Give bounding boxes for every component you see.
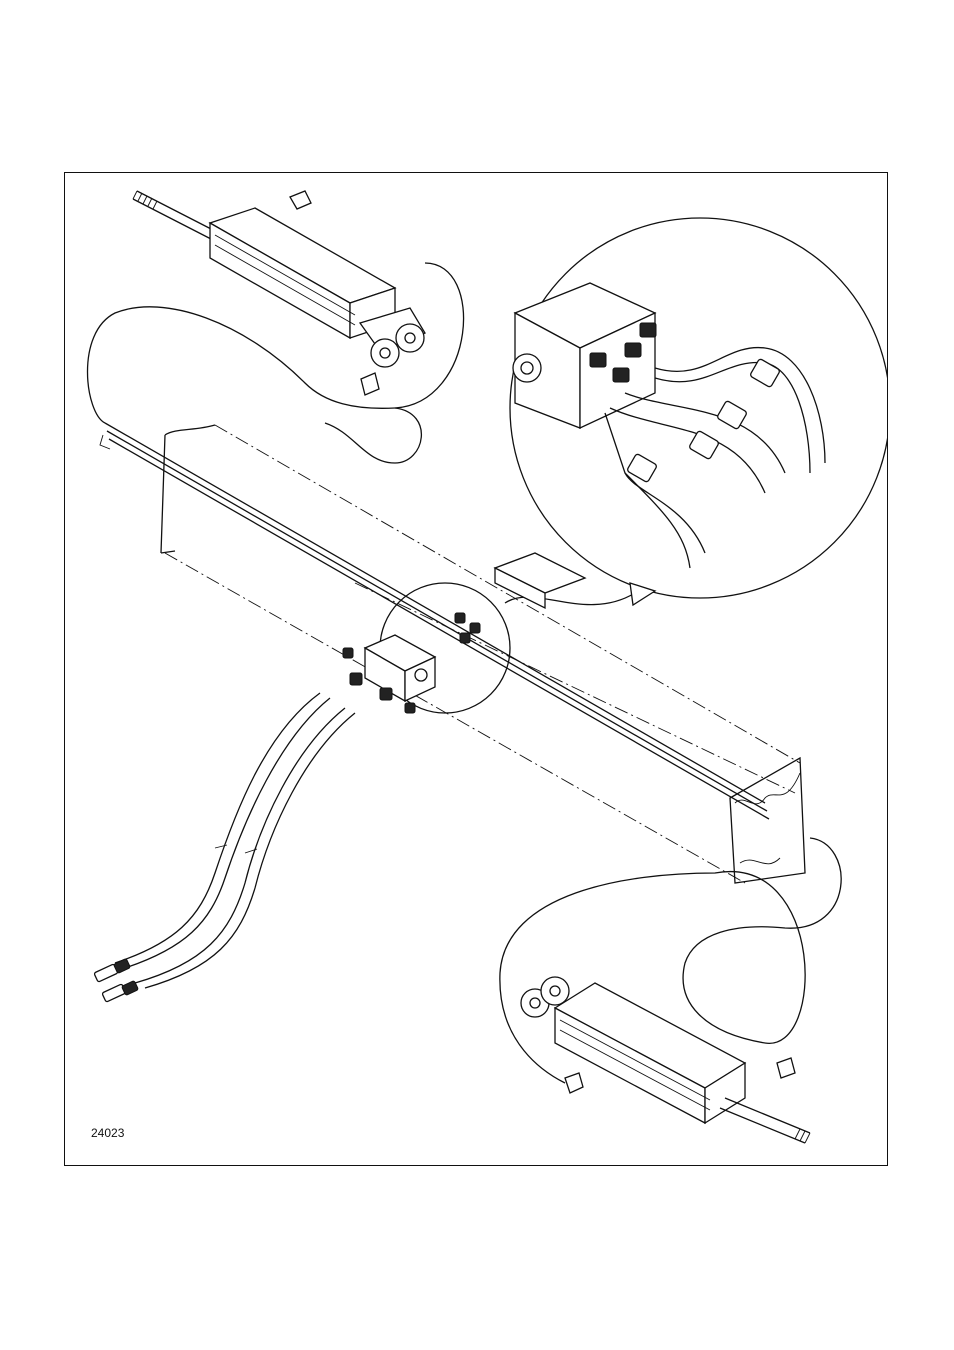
- upper-hydraulic-cylinder: [88, 191, 464, 463]
- hydraulic-assembly-diagram: [65, 173, 887, 1165]
- lower-hydraulic-cylinder: [500, 838, 841, 1143]
- valve-block: [343, 553, 585, 713]
- figure-number: 24023: [91, 1126, 124, 1140]
- supply-hoses: [94, 693, 355, 1002]
- figure-frame: 24023: [64, 172, 888, 1166]
- detail-magnifier: [505, 218, 887, 605]
- tube-assembly: [100, 423, 805, 883]
